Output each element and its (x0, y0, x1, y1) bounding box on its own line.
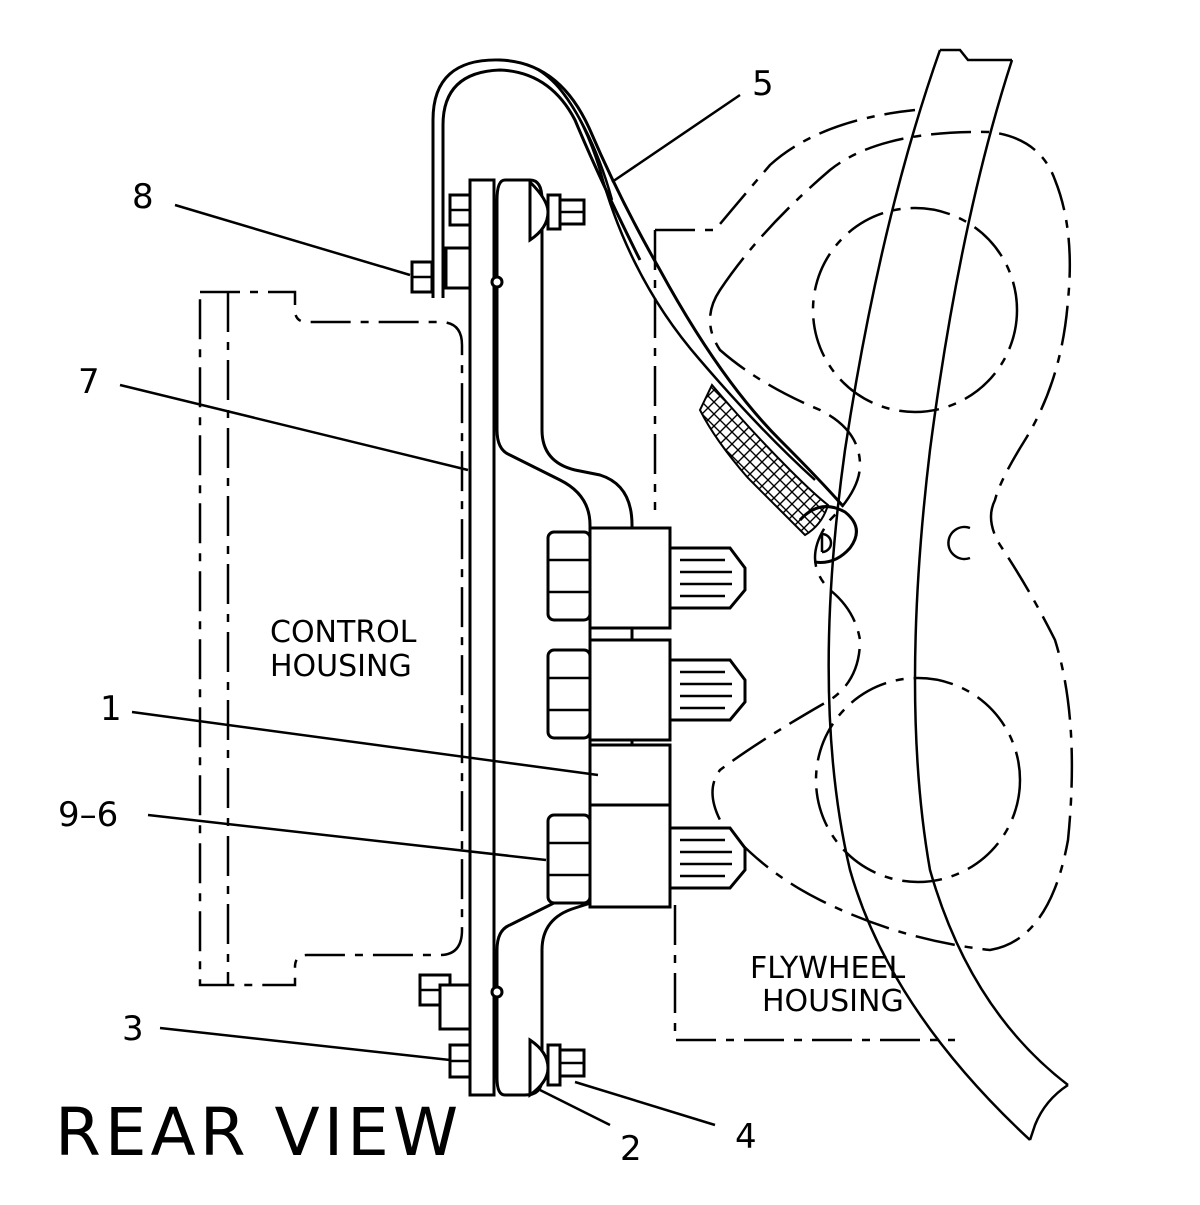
callout-4: 4 (735, 1117, 757, 1157)
view-title: REAR VIEW (55, 1094, 462, 1171)
callout-7: 7 (78, 362, 100, 402)
control-housing-label-line1: CONTROL (270, 615, 417, 650)
bracket (495, 178, 634, 1098)
control-housing-label-line2: HOUSING (270, 649, 412, 684)
callout-8: 8 (132, 177, 154, 217)
control-housing (198, 290, 464, 987)
connector-stud-upper (546, 526, 747, 630)
fasteners-top (410, 193, 586, 294)
callout-3: 3 (122, 1009, 144, 1049)
callout-9-6: 9–6 (58, 795, 118, 835)
connector-stud-middle (546, 638, 747, 742)
leader-lines (119, 93, 741, 1127)
callout-2: 2 (620, 1129, 642, 1169)
connector-stud-lower (546, 743, 747, 909)
flywheel-housing-label-line2: HOUSING (762, 984, 904, 1019)
fasteners-bottom (418, 973, 586, 1087)
flywheel-housing-label-line1: FLYWHEEL (750, 951, 905, 986)
callout-1: 1 (100, 689, 122, 729)
mounting-plate (468, 178, 496, 1097)
flywheel-housing (653, 108, 1074, 1042)
flywheel-rim (827, 48, 1069, 1141)
callout-5: 5 (752, 64, 774, 104)
harness-strap (431, 58, 858, 564)
